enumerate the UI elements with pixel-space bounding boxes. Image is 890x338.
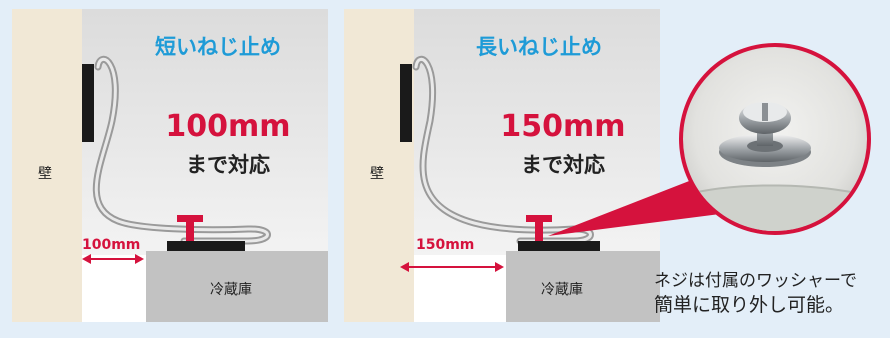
- base-plate: [518, 241, 600, 251]
- panel-title: 短いねじ止め: [155, 35, 281, 59]
- callout-pointer: [548, 176, 720, 236]
- room-background: [82, 9, 328, 255]
- base-plate: [167, 241, 245, 251]
- wall-label: 壁: [370, 166, 384, 182]
- wall: 壁: [12, 9, 82, 322]
- distance-label: 150mm: [416, 237, 475, 253]
- screw-icon: [526, 215, 552, 241]
- distance-label: 100mm: [82, 237, 141, 253]
- fridge-label: 冷蔵庫: [210, 282, 252, 298]
- note-line-1: ネジは付属のワッシャーで: [654, 271, 857, 291]
- wall-label: 壁: [38, 166, 52, 182]
- capacity-value: 100mm: [165, 109, 291, 144]
- fridge: [506, 251, 660, 322]
- wall: 壁: [344, 9, 414, 322]
- capacity-value: 150mm: [500, 109, 626, 144]
- wall-bracket: [400, 64, 412, 142]
- panel-title: 長いねじ止め: [476, 35, 602, 59]
- fridge: [146, 251, 328, 322]
- wall-bracket: [82, 64, 94, 142]
- note-line-2: 簡単に取り外し可能。: [654, 294, 845, 316]
- screw-head-icon: [739, 102, 791, 146]
- capacity-subtext: まで対応: [186, 153, 270, 177]
- screw-icon: [177, 215, 203, 241]
- short-screw-panel: 壁 短いねじ止め 100mm まで対応 冷蔵庫 100mm: [12, 9, 328, 322]
- capacity-subtext: まで対応: [521, 153, 605, 177]
- distance-arrow: [82, 254, 144, 264]
- fridge-label: 冷蔵庫: [541, 282, 583, 298]
- distance-arrow: [400, 262, 504, 272]
